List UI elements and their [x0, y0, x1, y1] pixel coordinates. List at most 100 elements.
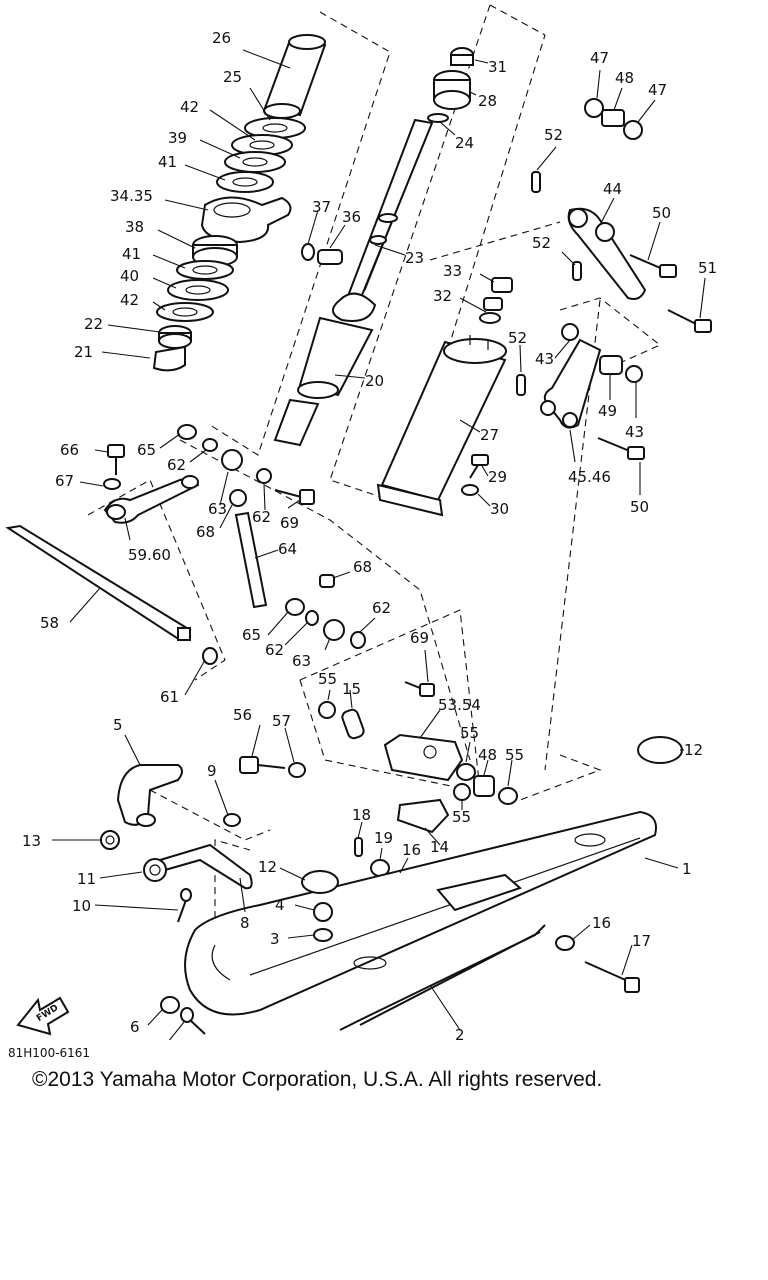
- callout-label: 55: [318, 670, 337, 688]
- callout-label: 21: [74, 343, 93, 361]
- callout-label: 23: [405, 249, 424, 267]
- callout-label: 4: [275, 896, 285, 914]
- callout-label: 34.35: [110, 187, 153, 205]
- part-45-46-bracket: [540, 323, 643, 429]
- callout-label: 30: [490, 500, 509, 518]
- part-56-57-bolt: [239, 756, 306, 778]
- parts-diagram: 26 25 42 39 41 34.35 37 36 38 41 40 42 2…: [5, 4, 717, 1040]
- callout-label: 25: [223, 68, 242, 86]
- part-5-spindle-arm: [116, 764, 183, 827]
- callout-label: 10: [72, 897, 91, 915]
- callout-label: 56: [233, 706, 252, 724]
- callout-label: 62: [252, 508, 271, 526]
- callout-label: 49: [598, 402, 617, 420]
- part-50-51-bolts: [597, 254, 712, 460]
- callout-label: 42: [180, 98, 199, 116]
- callout-label: 24: [455, 134, 474, 152]
- callout-label: 64: [278, 540, 297, 558]
- copyright-notice: ©2013 Yamaha Motor Corporation, U.S.A. A…: [32, 1068, 603, 1091]
- callout-labels: 26 25 42 39 41 34.35 37 36 38 41 40 42 2…: [22, 29, 717, 1040]
- callout-label: 62: [265, 641, 284, 659]
- callout-label: 55: [460, 724, 479, 742]
- callout-label: 44: [603, 180, 622, 198]
- part-44-arm: [567, 207, 647, 300]
- callout-label: 59.60: [128, 546, 171, 564]
- callout-label: 63: [208, 500, 227, 518]
- part-31-28-24-caps: [427, 47, 474, 123]
- callout-label: 31: [488, 58, 507, 76]
- callout-label: 43: [625, 423, 644, 441]
- callout-label: 6: [130, 1018, 140, 1036]
- callout-label: 57: [272, 712, 291, 730]
- part-32-33-nuts: [479, 277, 513, 324]
- callout-label: 36: [342, 208, 361, 226]
- callout-label: 20: [365, 372, 384, 390]
- part-59-60-arm: [103, 475, 200, 524]
- callout-label: 17: [632, 932, 651, 950]
- callout-label: 68: [353, 558, 372, 576]
- callout-label: 63: [292, 652, 311, 670]
- callout-label: 55: [505, 746, 524, 764]
- callout-label: 33: [443, 262, 462, 280]
- callout-label: 69: [410, 629, 429, 647]
- part-26-tube: [263, 34, 327, 119]
- diagram-code: 81H100-6161: [8, 1046, 91, 1060]
- callout-label: 61: [160, 688, 179, 706]
- callout-label: 41: [122, 245, 141, 263]
- callout-label: 53.54: [438, 696, 481, 714]
- callout-label: 62: [372, 599, 391, 617]
- callout-label: 12: [684, 741, 703, 759]
- callout-label: 27: [480, 426, 499, 444]
- part-58-shaft: [5, 524, 218, 665]
- callout-label: 13: [22, 832, 41, 850]
- callout-label: 67: [55, 472, 74, 490]
- part-12-caps: [301, 736, 683, 894]
- callout-label: 43: [535, 350, 554, 368]
- forward-arrow-icon: FWD: [16, 996, 70, 1036]
- callout-label: 15: [342, 680, 361, 698]
- callout-label: 69: [280, 514, 299, 532]
- callout-label: 18: [352, 806, 371, 824]
- callout-label: 41: [158, 153, 177, 171]
- callout-label: 68: [196, 523, 215, 541]
- callout-label: 37: [312, 198, 331, 216]
- callout-label: 52: [544, 126, 563, 144]
- part-52-pins: [516, 171, 582, 396]
- callout-label: 52: [508, 329, 527, 347]
- callout-label: 51: [698, 259, 717, 277]
- callout-label: 47: [648, 81, 667, 99]
- callout-label: 16: [402, 841, 421, 859]
- callout-label: 7: [162, 1038, 172, 1040]
- leader-lines: [52, 49, 706, 1040]
- part-64-rod: [234, 511, 268, 609]
- callout-label: 65: [242, 626, 261, 644]
- callout-label: 14: [430, 838, 449, 856]
- callout-label: 12: [258, 858, 277, 876]
- callout-label: 55: [452, 808, 471, 826]
- callout-label: 65: [137, 441, 156, 459]
- part-36-37-fitting: [301, 243, 343, 265]
- callout-label: 22: [84, 315, 103, 333]
- callout-label: 62: [167, 456, 186, 474]
- part-small-hardware: [100, 813, 640, 1035]
- part-washer-stack-upper: [216, 117, 306, 193]
- callout-label: 39: [168, 129, 187, 147]
- callout-label: 19: [374, 829, 393, 847]
- callout-label: 50: [652, 204, 671, 222]
- callout-label: 66: [60, 441, 79, 459]
- callout-label: 48: [478, 746, 497, 764]
- callout-label: 28: [478, 92, 497, 110]
- callout-label: 52: [532, 234, 551, 252]
- part-27-shock-body: [376, 335, 507, 517]
- callout-label: 3: [270, 930, 280, 948]
- part-47-48-bushings: [584, 98, 643, 140]
- callout-label: 26: [212, 29, 231, 47]
- part-29-30-bolt: [461, 454, 489, 496]
- callout-label: 45.46: [568, 468, 611, 486]
- callout-label: 58: [40, 614, 59, 632]
- part-washer-stack-lower: [152, 235, 238, 372]
- callout-label: 2: [455, 1026, 465, 1040]
- callout-label: 38: [125, 218, 144, 236]
- callout-label: 29: [488, 468, 507, 486]
- callout-label: 11: [77, 870, 96, 888]
